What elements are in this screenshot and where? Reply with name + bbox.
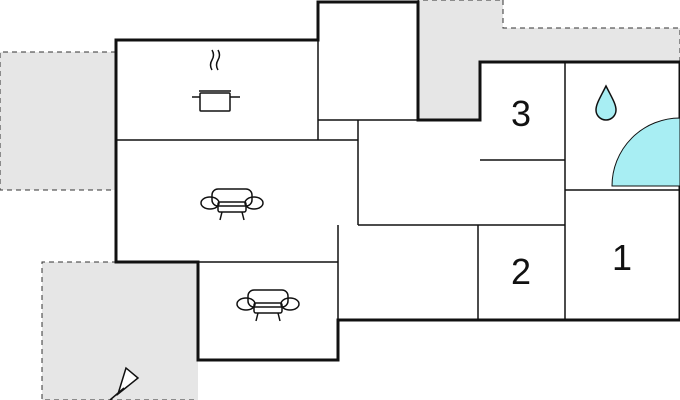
terrace-left bbox=[0, 51, 116, 191]
cooking-pot-icon bbox=[192, 49, 240, 112]
sofa-icon bbox=[236, 289, 300, 322]
terrace-bottom-left bbox=[41, 261, 198, 400]
room-label-2: 2 bbox=[511, 251, 531, 292]
compass-arrow-icon bbox=[109, 366, 140, 400]
interior-walls bbox=[116, 40, 680, 320]
outer-wall bbox=[114, 0, 680, 362]
water-drop-icon bbox=[595, 84, 617, 121]
terrace-top-right bbox=[417, 0, 680, 121]
room-label-3: 3 bbox=[511, 93, 531, 134]
sofa-icon bbox=[200, 188, 264, 221]
walls bbox=[114, 0, 680, 362]
room-label-1: 1 bbox=[612, 237, 632, 278]
pool-area bbox=[611, 117, 680, 187]
